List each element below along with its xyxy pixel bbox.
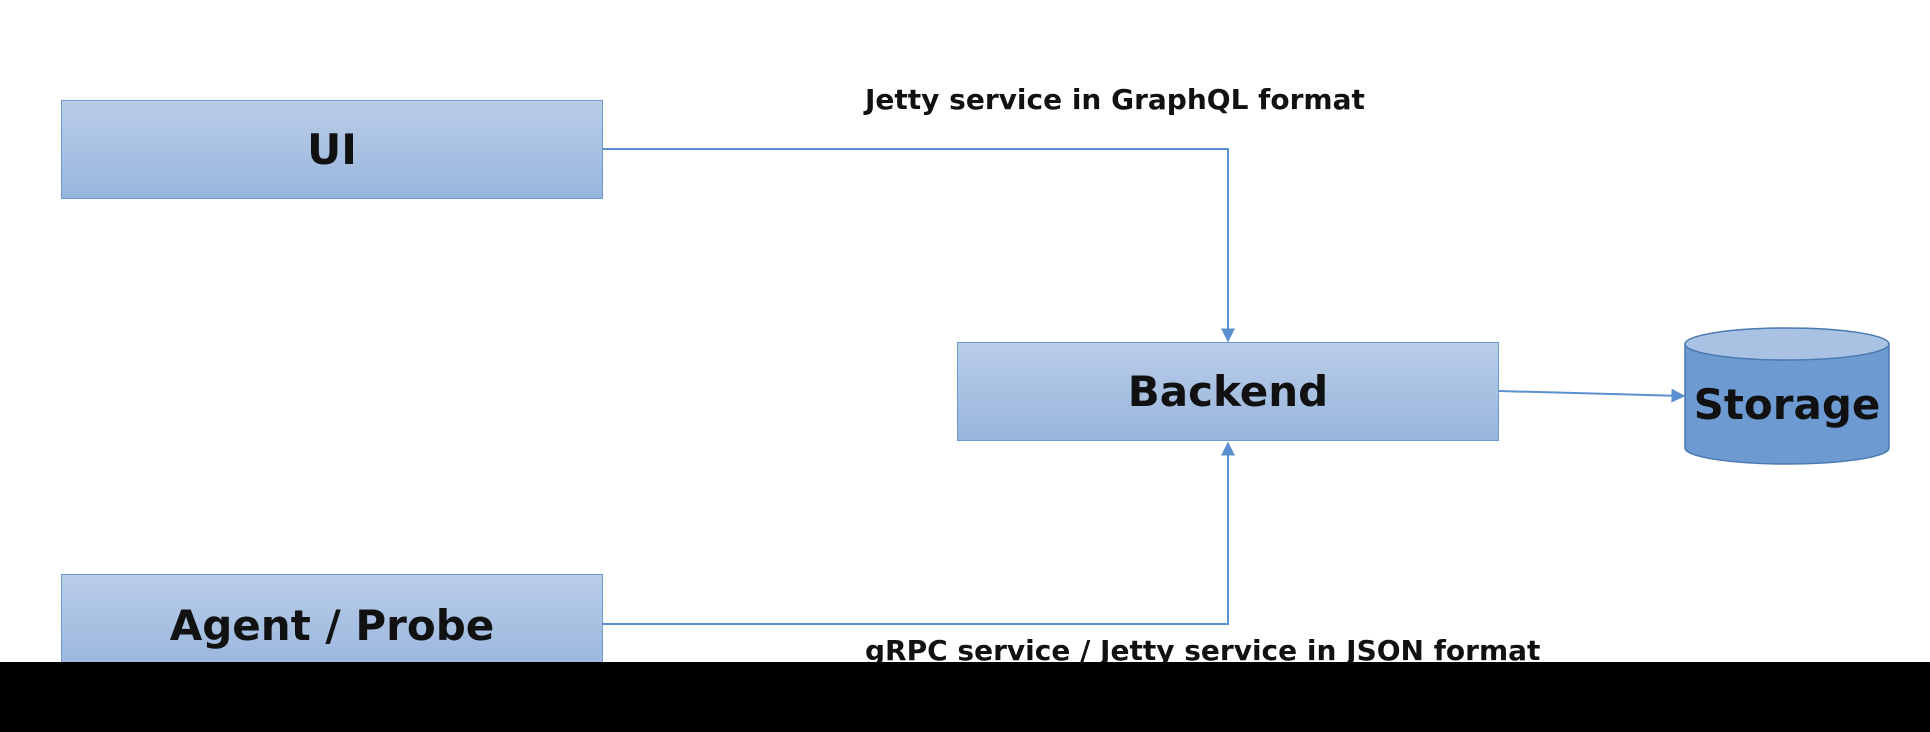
diagram-canvas: UI Backend Agent / Probe Storage Jetty s… bbox=[0, 0, 1930, 662]
edge-backend-to-storage bbox=[1498, 388, 1686, 403]
edge-ui-to-backend bbox=[603, 148, 1235, 343]
edge-label-graphql: Jetty service in GraphQL format bbox=[865, 83, 1365, 116]
node-ui-label: UI bbox=[307, 125, 357, 174]
storage-cylinder-icon bbox=[1684, 327, 1890, 465]
node-backend-label: Backend bbox=[1127, 367, 1329, 416]
bottom-black-bar bbox=[0, 662, 1930, 732]
edge-agent-to-backend bbox=[603, 441, 1235, 625]
edge-label-grpc: gRPC service / Jetty service in JSON for… bbox=[865, 634, 1541, 662]
node-backend: Backend bbox=[957, 342, 1499, 441]
diagram-edges bbox=[603, 148, 1890, 625]
node-agent-label: Agent / Probe bbox=[169, 601, 495, 650]
node-storage-label: Storage bbox=[1693, 380, 1881, 429]
node-agent-probe: Agent / Probe bbox=[61, 574, 603, 662]
node-ui: UI bbox=[61, 100, 603, 199]
